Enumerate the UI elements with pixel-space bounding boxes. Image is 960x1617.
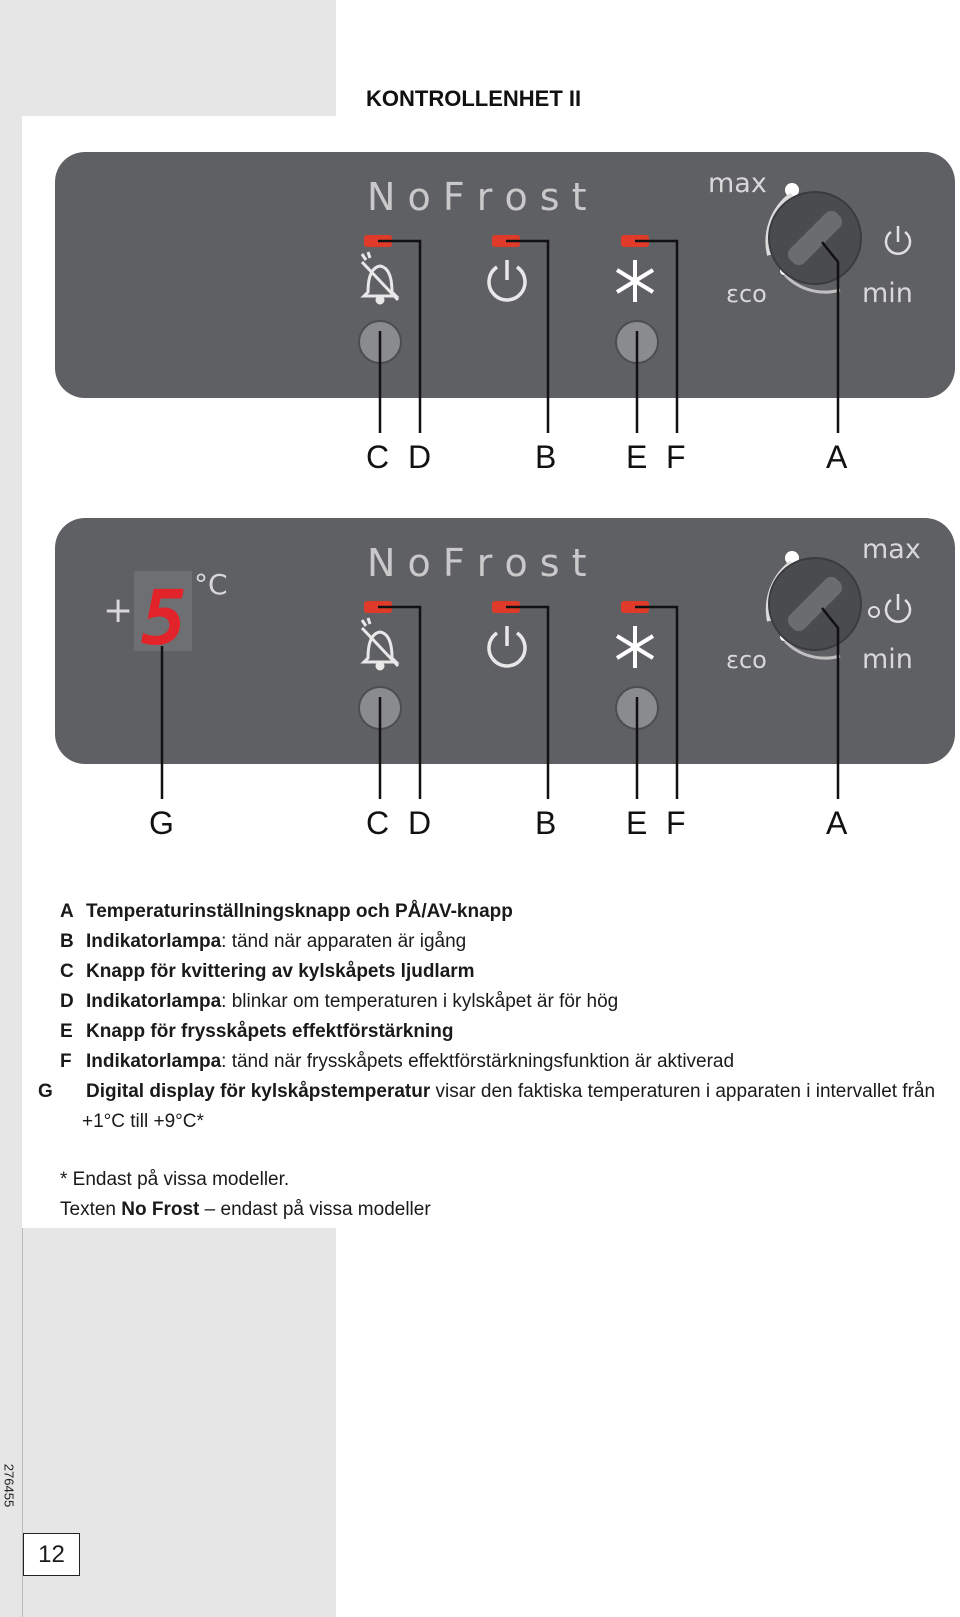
legend-item-a: A Temperaturinställningsknapp och PÅ/AV-k… <box>60 897 940 927</box>
legend-title: Knapp för frysskåpets effektförstärkning <box>86 1021 454 1042</box>
legend-letter: D <box>60 991 74 1012</box>
legend-item-e: E Knapp för frysskåpets effektförstärknin… <box>60 1017 940 1047</box>
legend-letter: F <box>60 1051 72 1072</box>
nofrost-label: N o F r o s t <box>367 175 587 219</box>
page-number: 12 <box>23 1533 80 1576</box>
legend-item-d: D Indikatorlampa: blinkar om temperaturen… <box>60 987 940 1017</box>
power-icon <box>487 260 527 302</box>
knob-eco-label: εco <box>726 280 767 308</box>
standby-dot <box>868 606 880 618</box>
standby-power-icon <box>884 226 912 255</box>
legend-text: : blinkar om temperaturen i kylskåpet är… <box>221 991 619 1012</box>
legend-item-b: B Indikatorlampa: tänd när apparaten är i… <box>60 927 940 957</box>
knob-scale-arc-low <box>783 273 841 294</box>
callout-a: A <box>826 439 848 475</box>
digital-display <box>134 571 192 651</box>
callout-e: E <box>626 439 647 475</box>
document-code: 276455 <box>1 1463 17 1508</box>
nofrost-note-prefix: Texten <box>60 1199 122 1220</box>
legend-title: Digital display för kylskåpstemperatur <box>86 1081 431 1102</box>
legend-title: Indikatorlampa <box>86 991 222 1012</box>
callout-e: E <box>626 805 647 841</box>
callout-c: C <box>366 805 389 841</box>
callout-d: D <box>408 805 431 841</box>
page-margin-band-top <box>0 0 336 116</box>
callout-b: B <box>535 439 556 475</box>
legend-letter: A <box>60 901 74 922</box>
knob-scale-arc-low <box>783 639 841 660</box>
knob-max-label: max <box>708 168 767 199</box>
knob-min-label: min <box>862 644 913 675</box>
legend-title: Indikatorlampa <box>86 1051 222 1072</box>
nofrost-note: Texten No Frost – endast på vissa modell… <box>60 1195 431 1225</box>
callout-f: F <box>666 805 686 841</box>
nofrost-note-suffix: – endast på vissa modeller <box>199 1199 431 1220</box>
knob-max-label: max <box>862 534 921 565</box>
power-icon <box>487 626 527 668</box>
display-digit: 5 <box>141 573 187 662</box>
knob-max-dot <box>785 183 799 197</box>
snowflake-icon <box>615 260 655 302</box>
control-panel-diagram-1: N o F r o s t max εco min <box>55 152 955 475</box>
callout-lines <box>378 239 840 433</box>
display-unit: °C <box>194 568 228 601</box>
legend-text: : tänd när apparaten är igång <box>221 931 467 952</box>
footer-divider <box>22 1228 23 1617</box>
legend-text: visar den faktiska temperaturen i appara… <box>82 1081 936 1132</box>
legend-title: Knapp för kvittering av kylskåpets ljudl… <box>86 961 475 982</box>
nofrost-note-bold: No Frost <box>121 1199 200 1220</box>
standby-power-icon <box>884 594 912 623</box>
legend-item-f: F Indikatorlampa: tänd när frysskåpets ef… <box>60 1047 940 1077</box>
callout-c: C <box>366 439 389 475</box>
control-panel-body <box>55 518 955 764</box>
footnote: * Endast på vissa modeller. <box>60 1169 290 1190</box>
callout-d: D <box>408 439 431 475</box>
alarm-off-icon <box>360 617 400 671</box>
legend-letter: E <box>60 1021 73 1042</box>
callout-b: B <box>535 805 556 841</box>
legend-text: : tänd när frysskåpets effektförstärknin… <box>221 1051 735 1072</box>
page-heading: KONTROLLENHET II <box>366 86 582 111</box>
knob-grip <box>787 576 843 632</box>
notes: * Endast på vissa modeller. Texten No Fr… <box>60 1165 431 1225</box>
alarm-off-icon <box>360 251 400 305</box>
control-panel-body <box>55 152 955 398</box>
legend-item-c: C Knapp för kvittering av kylskåpets ljud… <box>60 957 940 987</box>
legend-letter: C <box>60 961 74 982</box>
callout-f: F <box>666 439 686 475</box>
knob-grip <box>787 210 843 266</box>
callout-lines <box>160 605 840 799</box>
knob-eco-label: εco <box>726 646 767 674</box>
nofrost-label: N o F r o s t <box>367 541 587 585</box>
control-panel-diagram-2: N o F r o s t + 5 °C max εco min <box>55 518 955 841</box>
legend-title: Indikatorlampa <box>86 931 222 952</box>
legend-title: Temperaturinställningsknapp och PÅ/AV-kn… <box>86 901 513 922</box>
callout-a: A <box>826 805 848 841</box>
legend-letter: G <box>38 1081 53 1102</box>
display-plus-sign: + <box>103 590 133 631</box>
legend-letter: B <box>60 931 74 952</box>
legend-list: A Temperaturinställningsknapp och PÅ/AV-k… <box>38 897 940 1137</box>
knob-min-label: min <box>862 278 913 309</box>
callout-g: G <box>149 805 174 841</box>
page-margin-band-left <box>0 0 22 1617</box>
snowflake-icon <box>615 626 655 668</box>
